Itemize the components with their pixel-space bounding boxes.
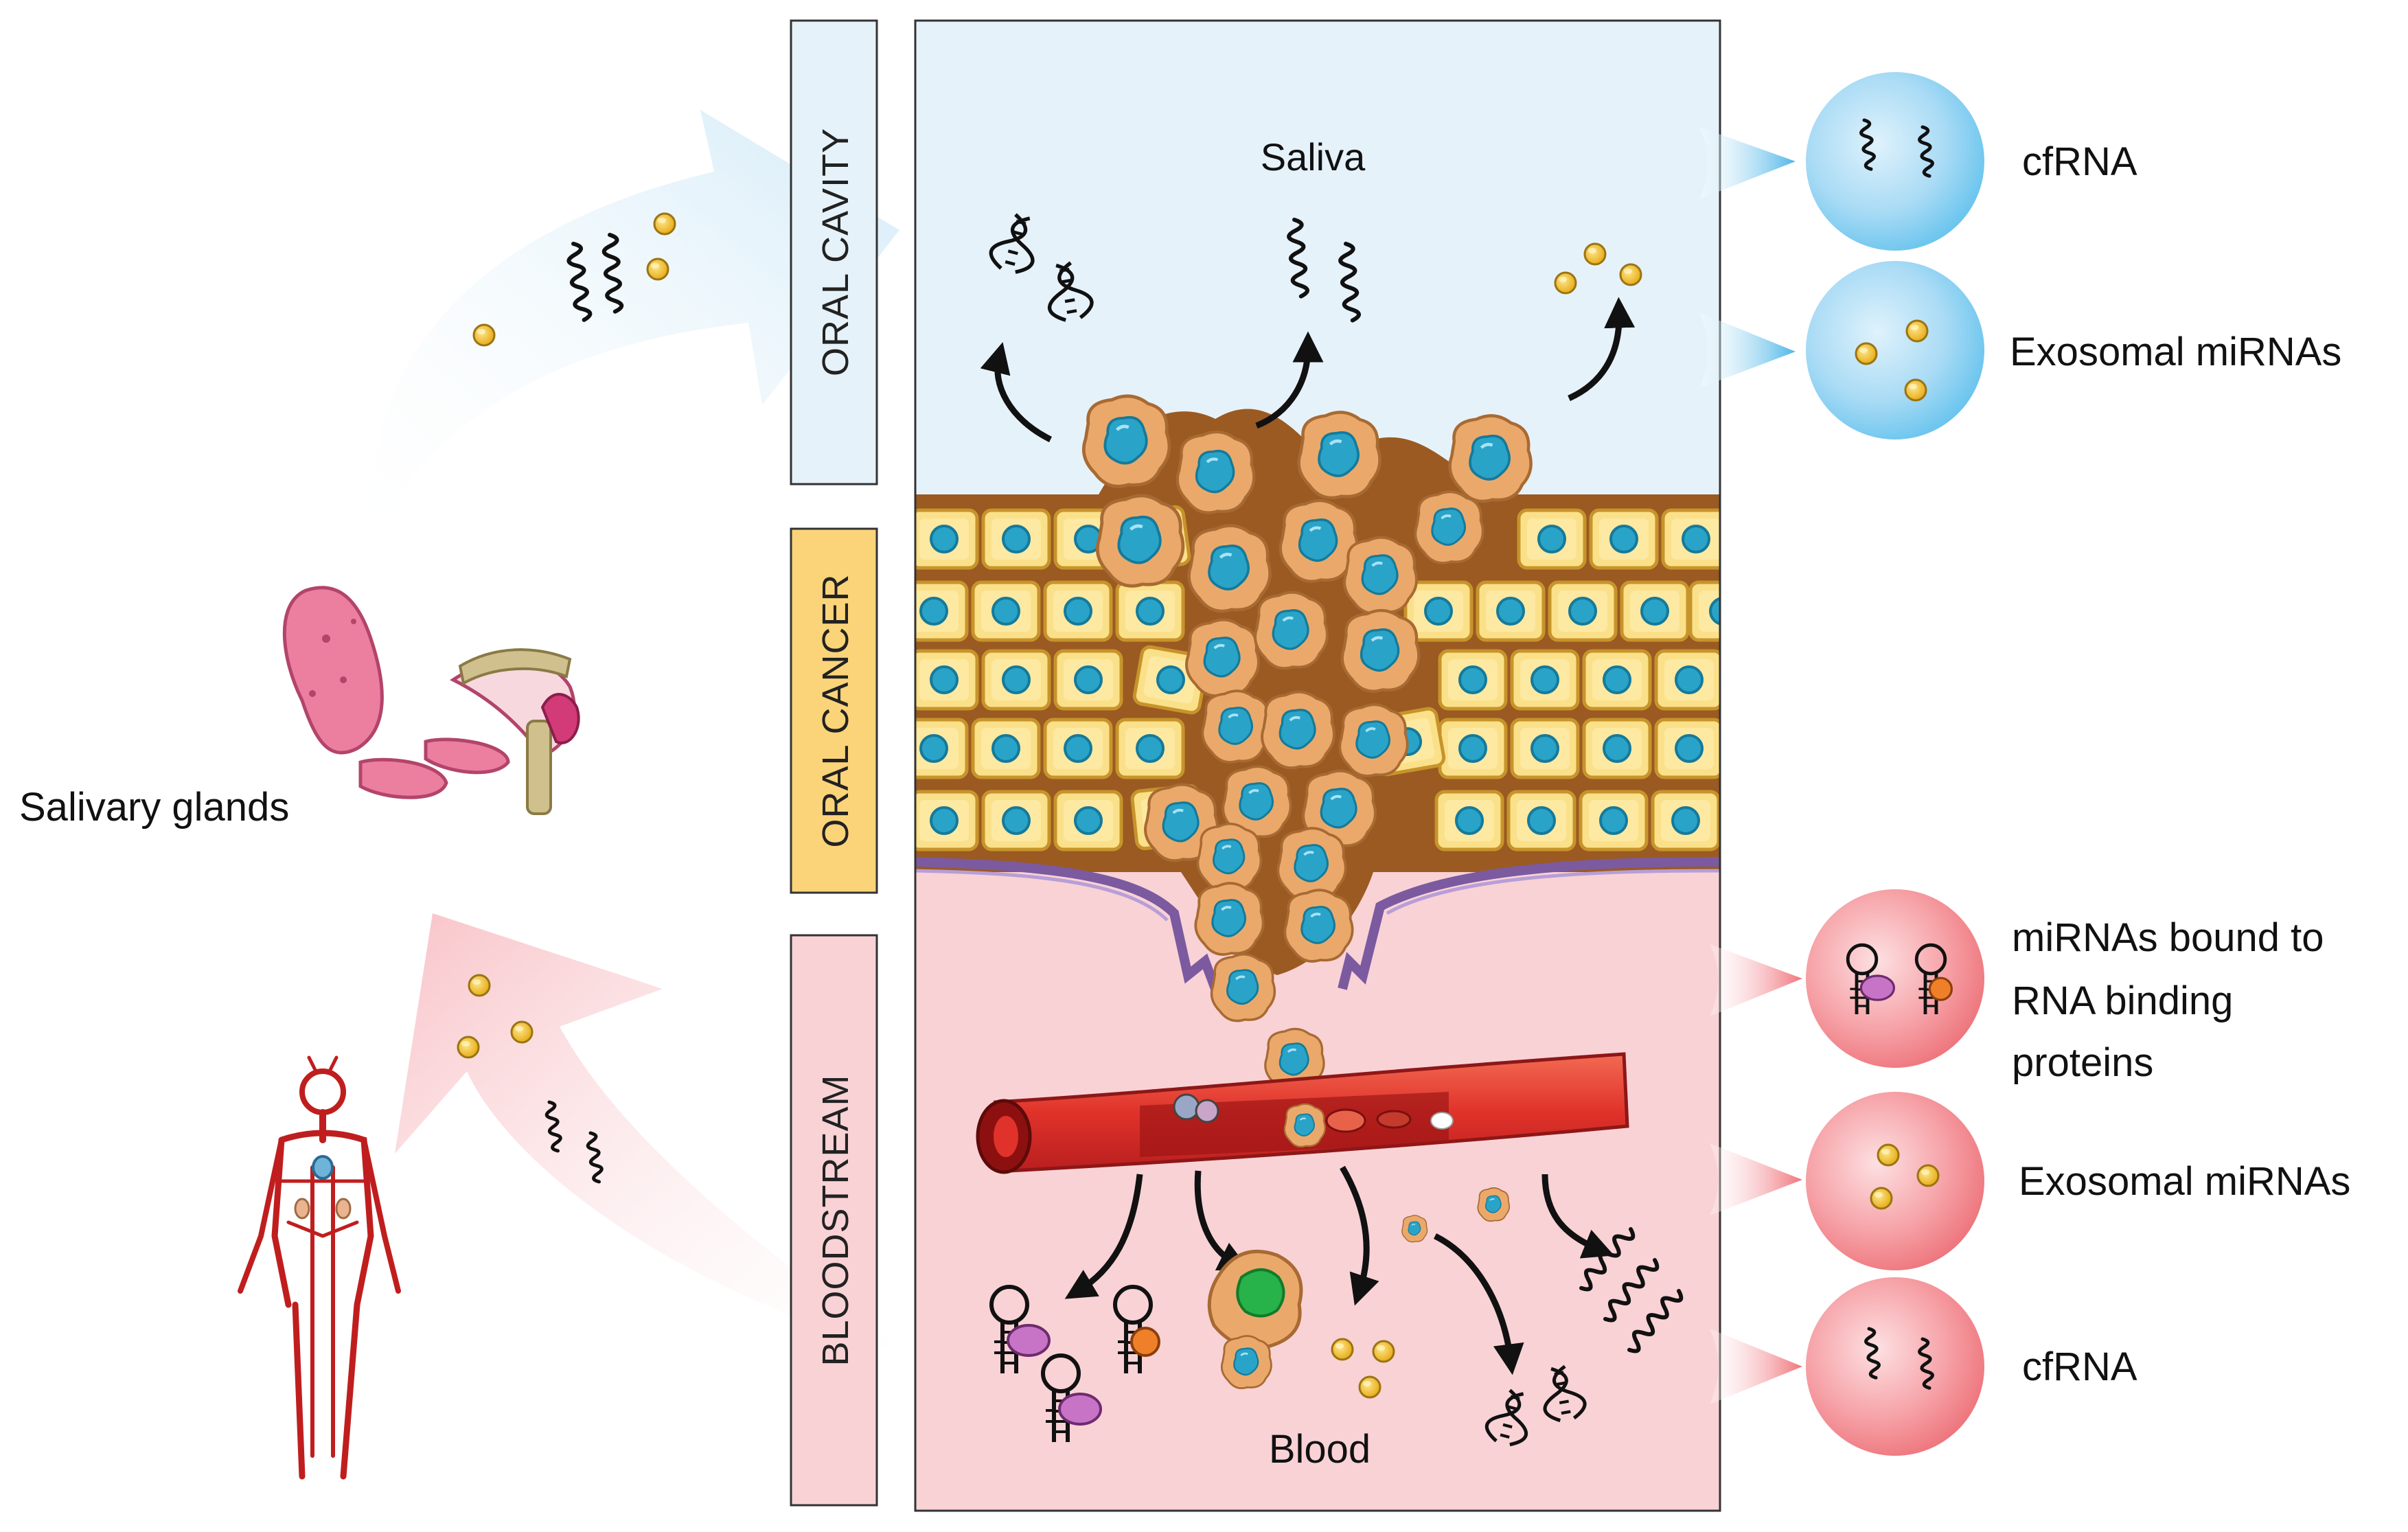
- legend-blood-exosomal-label: Exosomal miRNAs: [2019, 1159, 2350, 1204]
- legend-blood-cfrna: cfRNA: [1710, 1277, 2137, 1456]
- legend-blood-protein-bound: miRNAs bound to RNA binding proteins: [1710, 889, 2324, 1085]
- blood-vessel: [976, 1052, 1629, 1174]
- blood-molecules: [991, 1187, 1684, 1448]
- legend-saliva-exosomal: Exosomal miRNAs: [1699, 261, 2341, 439]
- human-circulatory-figure: [238, 1055, 401, 1480]
- legend-blood-protein-bound-line1: miRNAs bound to: [2012, 915, 2324, 960]
- section-bloodstream: BLOODSTREAM: [790, 934, 878, 1507]
- legend-blood-cfrna-label: cfRNA: [2022, 1345, 2137, 1389]
- saliva-label: Saliva: [1261, 135, 1366, 179]
- section-oral-cavity-label: ORAL CAVITY: [815, 128, 856, 376]
- section-oral-cancer-label: ORAL CANCER: [815, 573, 856, 847]
- legend-blood-protein-bound-line3: proteins: [2012, 1040, 2153, 1085]
- section-oral-cancer: ORAL CANCER: [790, 527, 878, 894]
- legend-saliva-exosomal-label: Exosomal miRNAs: [2010, 330, 2341, 374]
- release-arrows-saliva: [980, 297, 1636, 443]
- central-panel-border: [914, 19, 1721, 1512]
- section-bloodstream-label: BLOODSTREAM: [815, 1074, 856, 1366]
- central-panel: Saliva Blood: [915, 21, 1720, 1511]
- salivary-glands-illustration: [282, 586, 580, 815]
- salivary-glands-label: Salivary glands: [19, 785, 289, 830]
- legend-blood-exosomal: Exosomal miRNAs: [1710, 1092, 2350, 1270]
- legend-saliva-cfrna-label: cfRNA: [2022, 139, 2137, 184]
- blue-curved-arrow: [372, 110, 899, 536]
- blood-label: Blood: [1269, 1427, 1371, 1472]
- release-arrows-blood: [1064, 1165, 1614, 1375]
- legend-blood-protein-bound-line2: RNA binding: [2012, 979, 2233, 1023]
- legend-saliva-cfrna: cfRNA: [1699, 72, 2137, 251]
- section-oral-cavity: ORAL CAVITY: [790, 19, 878, 485]
